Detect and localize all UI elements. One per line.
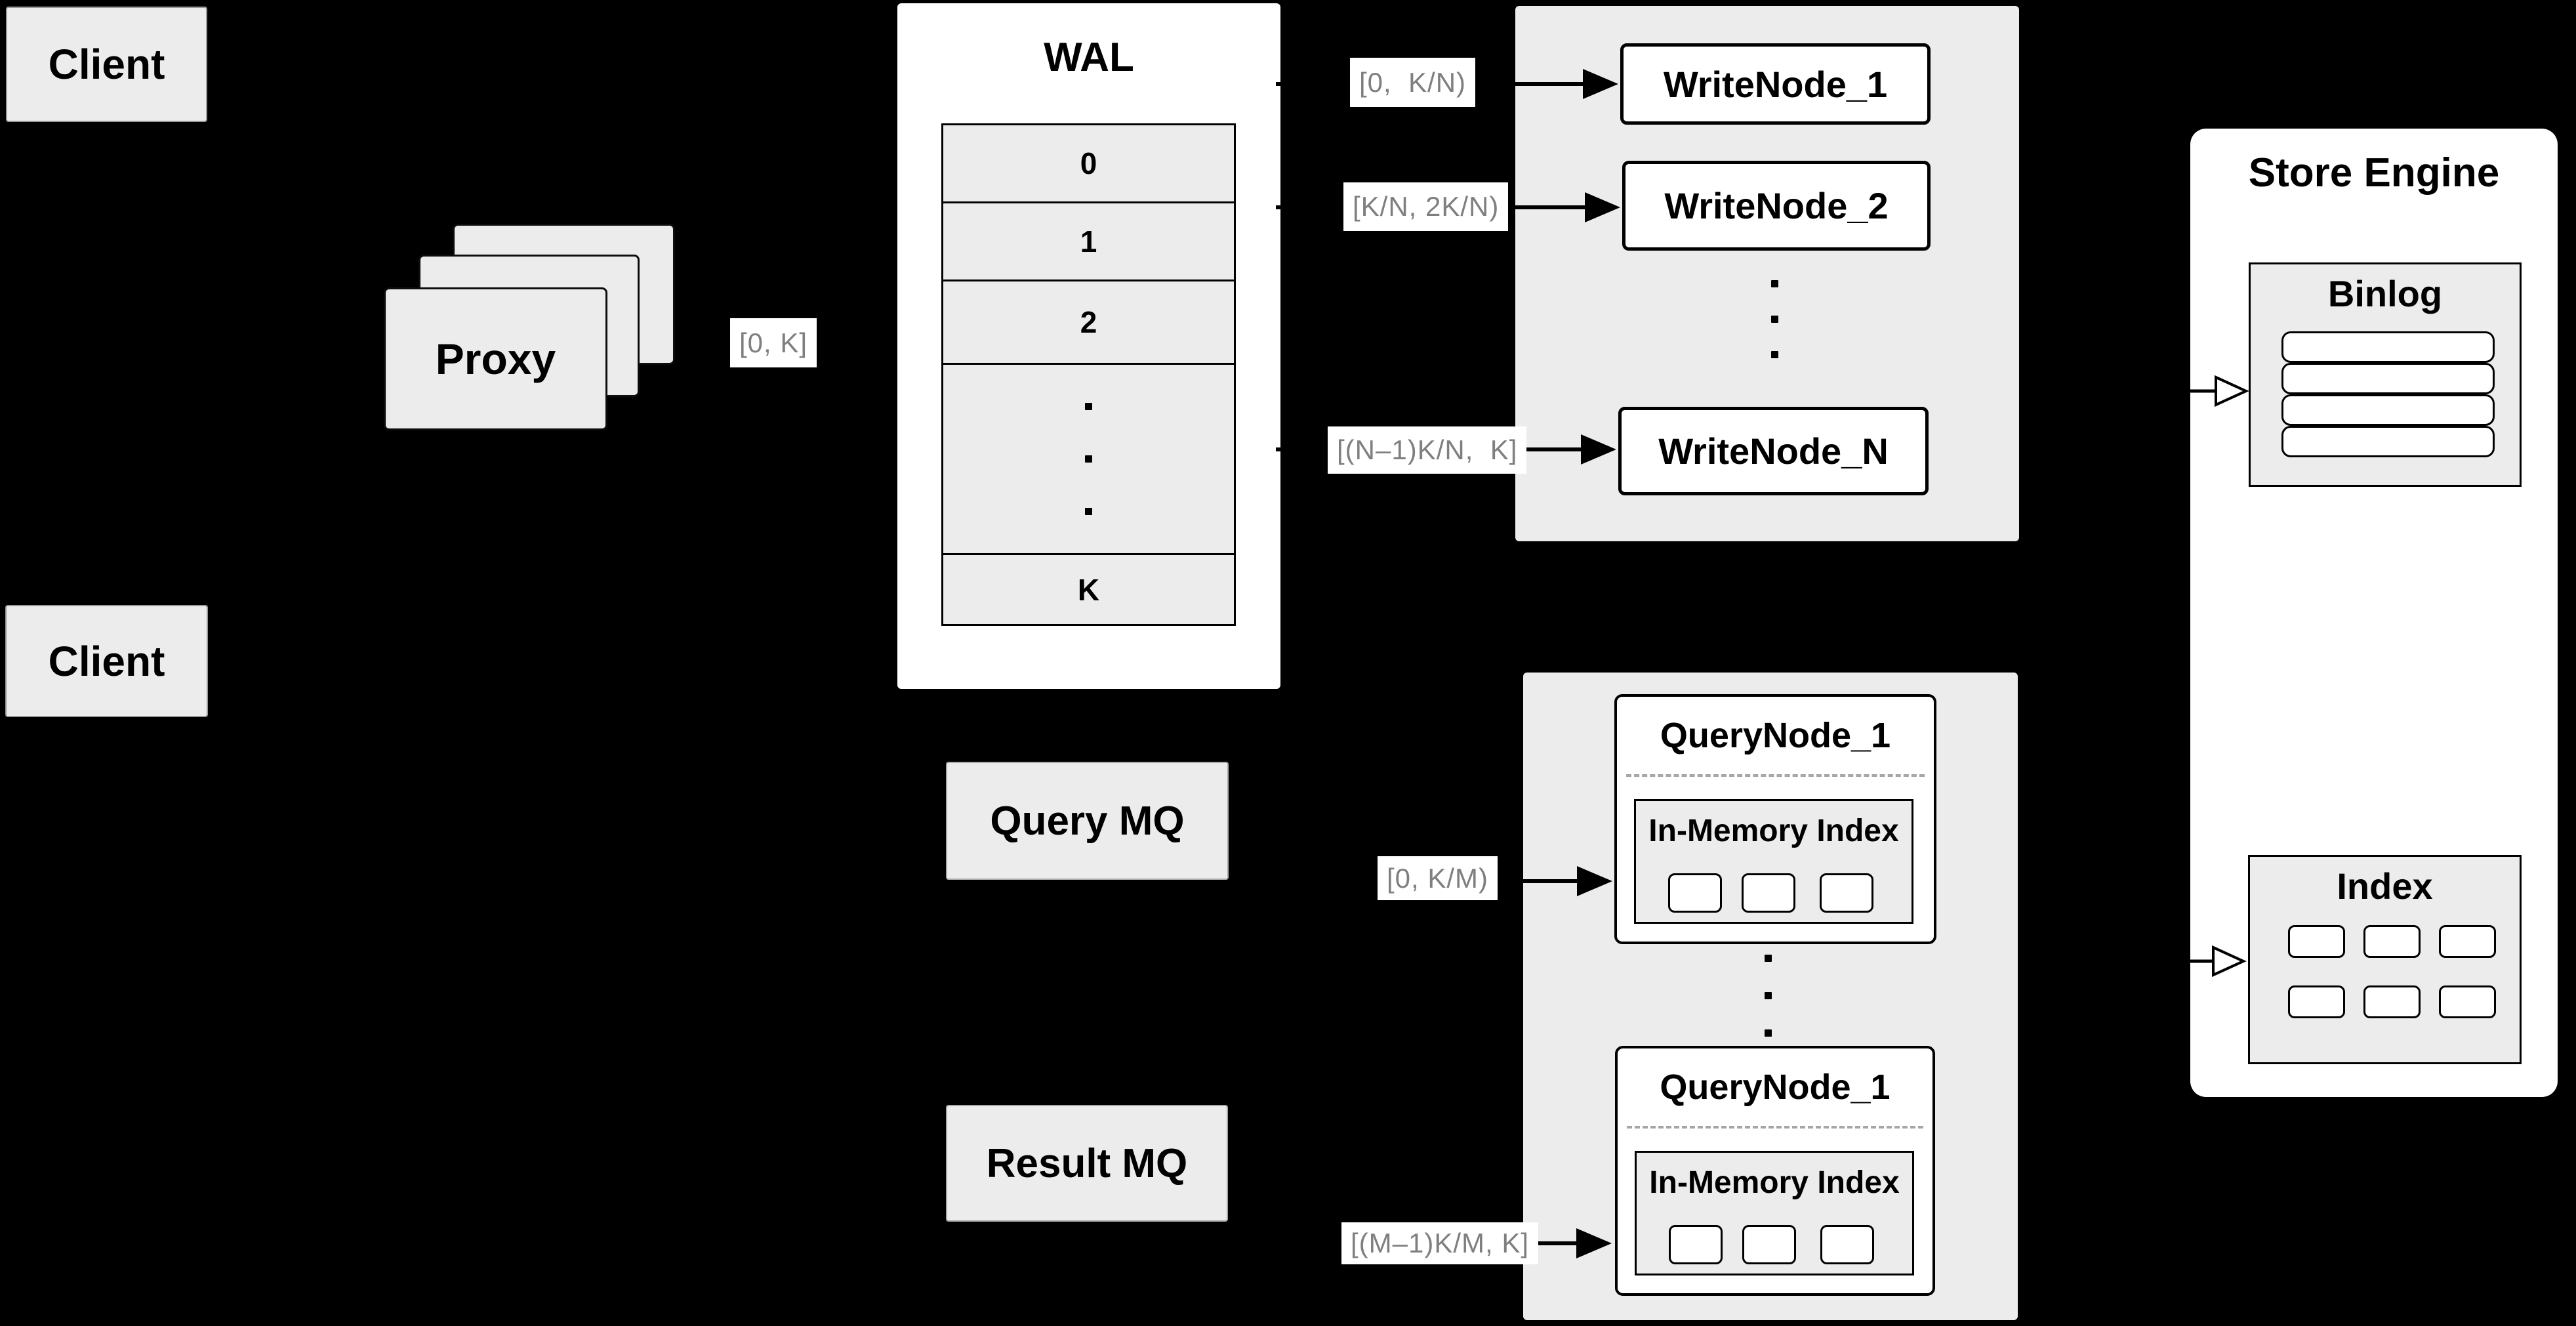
index-file-chip <box>2439 985 2496 1018</box>
arrow-writepanel-to-binlog <box>2024 375 2249 407</box>
wal-title: WAL <box>1044 35 1134 80</box>
binlog-box: Binlog <box>2249 262 2522 487</box>
result-mq-box: Result MQ <box>946 1105 1228 1222</box>
index-segment-chip <box>1669 1225 1723 1264</box>
query-node-top-title: QueryNode_1 <box>1660 716 1891 755</box>
wal-segment-2: 2 <box>1080 305 1097 339</box>
arrow-querypanel-to-index <box>2024 945 2247 978</box>
wal-segment-row: 1 <box>943 203 1234 281</box>
binlog-row <box>2281 394 2495 426</box>
client-box-top: Client <box>6 7 207 122</box>
index-segment-chip <box>1820 1225 1874 1264</box>
index-file-chip <box>2288 925 2345 958</box>
wal-segment-table: 0 1 2 K <box>941 123 1236 626</box>
index-label: Index <box>2337 865 2433 907</box>
flow-label-proxy-to-wal: [0, K] <box>730 318 817 367</box>
flow-label-writenode-1: [0, K/N) <box>1350 58 1476 107</box>
client-bottom-label: Client <box>48 637 165 685</box>
wal-ellipsis-row <box>943 365 1234 555</box>
query-node-bottom: QueryNode_1 In-Memory Index <box>1615 1046 1935 1296</box>
dashed-divider <box>1627 1126 1923 1129</box>
dashed-divider <box>1626 774 1925 777</box>
ellipsis-dots <box>1765 955 1772 1037</box>
index-box: Index <box>2248 855 2522 1064</box>
binlog-row <box>2281 363 2495 394</box>
index-segment-chip <box>1742 1225 1796 1264</box>
binlog-row <box>2281 331 2495 363</box>
write-node-n: WriteNode_N <box>1618 407 1929 495</box>
in-memory-index-box: In-Memory Index <box>1634 799 1913 924</box>
flow-label-writenode-2: [K/N, 2K/N) <box>1343 182 1509 231</box>
flow-label-querynode-top: [0, K/M) <box>1378 856 1498 900</box>
write-node-1-label: WriteNode_1 <box>1663 63 1888 105</box>
index-file-chip <box>2363 925 2421 958</box>
in-memory-index-box: In-Memory Index <box>1635 1151 1914 1275</box>
query-node-top: QueryNode_1 In-Memory Index <box>1614 694 1936 944</box>
query-node-bottom-title: QueryNode_1 <box>1660 1067 1891 1107</box>
query-mq-box: Query MQ <box>946 762 1229 880</box>
index-segment-chip <box>1820 873 1873 913</box>
proxy-card-front: Proxy <box>384 287 607 430</box>
index-file-chip <box>2288 985 2345 1018</box>
index-file-chip <box>2439 925 2496 958</box>
index-segment-chip <box>1668 873 1722 913</box>
query-mq-label: Query MQ <box>990 798 1185 844</box>
binlog-row <box>2281 426 2495 457</box>
index-file-chip <box>2363 985 2421 1018</box>
wal-segment-row: 2 <box>943 281 1234 365</box>
wal-segment-1: 1 <box>1080 224 1097 259</box>
flow-label-writenode-n: [(N–1)K/N, K] <box>1328 426 1527 474</box>
write-node-1: WriteNode_1 <box>1620 43 1931 125</box>
client-top-label: Client <box>48 41 165 88</box>
ellipsis-dots <box>1085 403 1092 515</box>
proxy-label: Proxy <box>435 335 556 383</box>
index-segment-chip <box>1742 873 1795 913</box>
write-node-n-label: WriteNode_N <box>1658 430 1889 472</box>
client-box-bottom: Client <box>5 605 208 717</box>
write-node-2-label: WriteNode_2 <box>1664 185 1889 226</box>
wal-segment-row: K <box>943 555 1234 624</box>
in-memory-index-label: In-Memory Index <box>1649 1165 1900 1200</box>
ellipsis-dots <box>1771 280 1778 358</box>
flow-label-querynode-bottom: [(M–1)K/M, K] <box>1341 1222 1539 1264</box>
wal-segment-0: 0 <box>1080 146 1097 180</box>
result-mq-label: Result MQ <box>986 1140 1188 1186</box>
write-node-2: WriteNode_2 <box>1622 161 1931 251</box>
wal-segment-row: 0 <box>943 125 1234 203</box>
in-memory-index-label: In-Memory Index <box>1648 814 1899 848</box>
binlog-label: Binlog <box>2327 273 2443 314</box>
store-engine-title: Store Engine <box>2248 150 2500 196</box>
wal-segment-k: K <box>1077 572 1100 607</box>
